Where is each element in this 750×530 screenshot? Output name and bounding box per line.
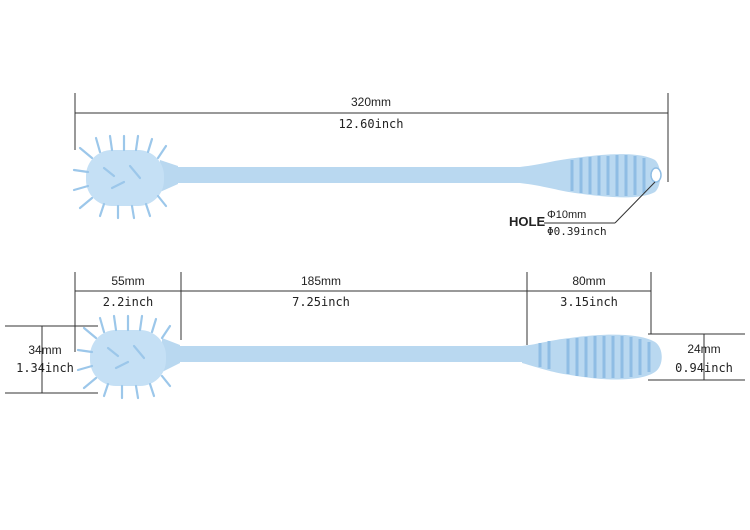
hole-label: HOLE <box>509 214 545 229</box>
handle-length-inch: 3.15inch <box>560 295 618 309</box>
brush-illustration-top <box>72 134 662 220</box>
handle-diameter-inch: 0.94inch <box>675 361 733 375</box>
bristle-strands <box>72 134 168 220</box>
hole-callout: HOLE Φ10mm Φ0.39inch <box>509 181 656 238</box>
head-length-inch: 2.2inch <box>103 295 154 309</box>
bristle-head <box>72 134 168 220</box>
head-diameter-dimension: 34mm 1.34inch <box>5 325 98 394</box>
hole-diameter-inch: Φ0.39inch <box>547 225 607 238</box>
top-view: 320mm 12.60inch <box>72 93 669 238</box>
bristle-head-bottom <box>76 314 172 400</box>
top-total-dimension: 320mm 12.60inch <box>74 93 669 182</box>
hole-diameter-mm: Φ10mm <box>547 209 586 221</box>
total-length-mm: 320mm <box>351 95 391 109</box>
shaft-length-inch: 7.25inch <box>292 295 350 309</box>
bristle-core-bottom <box>90 330 166 386</box>
total-length-inch: 12.60inch <box>338 117 403 131</box>
handle-ridges <box>570 155 646 196</box>
handle-length-mm: 80mm <box>572 274 605 288</box>
brush-neck-bottom <box>162 338 180 372</box>
bristle-core <box>86 150 164 206</box>
brush-shaft-bottom <box>172 346 532 362</box>
handle-diameter-dimension: 24mm 0.94inch <box>648 333 745 381</box>
brush-handle-bottom <box>522 334 662 380</box>
hanging-hole <box>650 167 662 183</box>
brush-shaft <box>170 167 530 183</box>
shaft-length-mm: 185mm <box>301 274 341 288</box>
brush-neck <box>160 160 178 192</box>
brush-illustration-bottom <box>76 314 662 400</box>
bristle-strands-bottom <box>76 314 172 400</box>
head-length-mm: 55mm <box>111 274 144 288</box>
bottom-view: 55mm 2.2inch 185mm 7.25inch 80mm 3.15inc… <box>5 272 745 400</box>
hole-leader-line <box>614 181 656 224</box>
bottom-extension-lines <box>74 272 652 352</box>
handle-ridges-bottom <box>538 336 651 378</box>
head-diameter-inch: 1.34inch <box>16 361 74 375</box>
head-diameter-mm: 34mm <box>28 343 61 357</box>
handle-diameter-mm: 24mm <box>687 342 720 356</box>
